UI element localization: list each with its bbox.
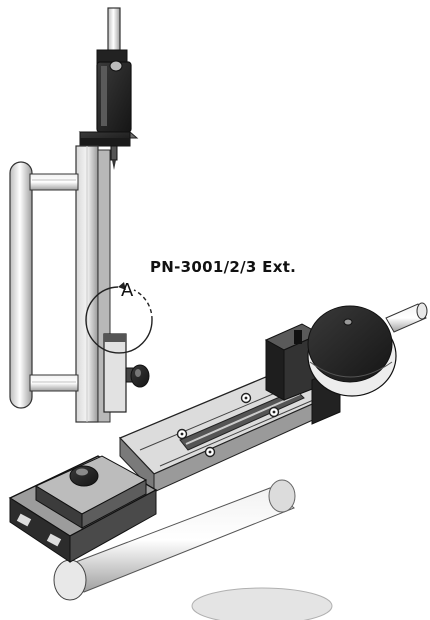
detail-a-callout: A (85, 280, 153, 354)
detail-marker-letter: A (121, 280, 134, 301)
horizontal-fixture (8, 302, 428, 620)
top-dial-indicator (96, 49, 132, 133)
indicator-spindle-rod (107, 7, 121, 57)
rail-screw-holes (176, 392, 280, 458)
vertical-fixture (9, 7, 150, 423)
part-number-label: PN-3001/2/3 Ext. (150, 258, 297, 276)
vertical-main-bar (75, 145, 111, 423)
lower-side-clamp (103, 333, 150, 413)
carriage-lock-knob (69, 465, 99, 487)
side-handle (9, 161, 79, 409)
side-dial-indicator (307, 302, 428, 397)
base-support-rod (53, 479, 333, 620)
top-clamp-block (78, 131, 139, 170)
